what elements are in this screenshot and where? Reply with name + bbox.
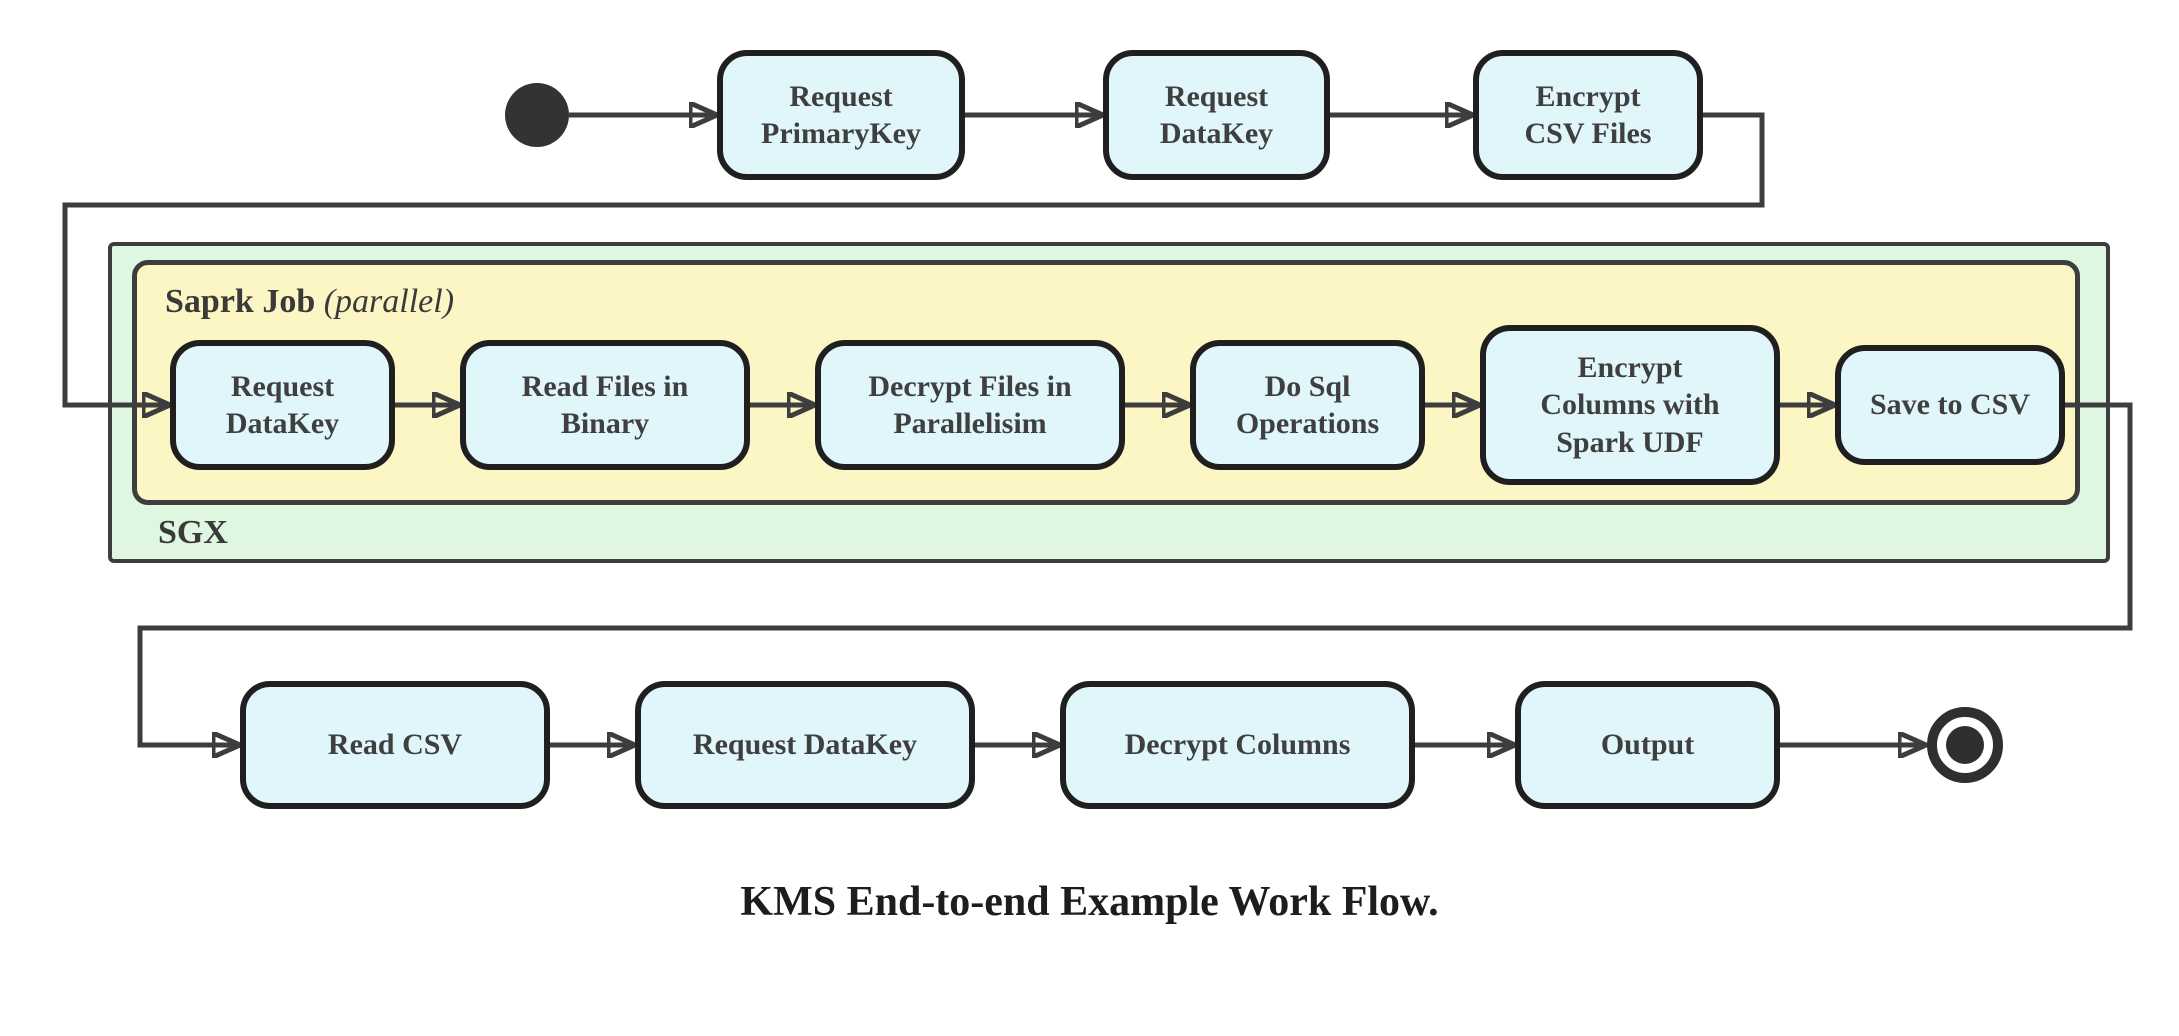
node-do-sql-operations-label: Do Sql Operations <box>1235 369 1380 441</box>
node-decrypt-files-in-parallelisim-label: Decrypt Files in Parallelisim <box>868 369 1072 441</box>
node-request-datakey-top: Request DataKey <box>1103 50 1330 180</box>
node-read-csv-label: Read CSV <box>327 728 463 762</box>
node-encrypt-columns-with-spark-udf-label: Encrypt Columns with Spark UDF <box>1540 350 1720 459</box>
node-save-to-csv-label: Save to CSV <box>1869 388 2030 422</box>
node-request-datakey-bottom: Request DataKey <box>635 681 975 809</box>
node-request-primarykey: Request PrimaryKey <box>717 50 965 180</box>
node-encrypt-columns-with-spark-udf: Encrypt Columns with Spark UDF <box>1480 325 1780 485</box>
node-do-sql-operations: Do Sql Operations <box>1190 340 1425 470</box>
spark-job-label-parallel: (parallel) <box>323 283 455 320</box>
node-decrypt-columns-label: Decrypt Columns <box>1124 728 1351 762</box>
node-request-datakey-bottom-label: Request DataKey <box>692 728 918 762</box>
node-output-label: Output <box>1600 728 1695 762</box>
sgx-label: SGX <box>158 514 228 551</box>
node-request-datakey-top-label: Request DataKey <box>1159 79 1274 151</box>
node-encrypt-csv-files: Encrypt CSV Files <box>1473 50 1703 180</box>
node-read-files-in-binary-label: Read Files in Binary <box>521 369 689 441</box>
spark-job-label-bold: Saprk Job <box>165 283 316 320</box>
diagram-caption: KMS End-to-end Example Work Flow. <box>740 879 1439 925</box>
spark-job-label: Saprk Job (parallel) <box>165 283 454 321</box>
node-request-primarykey-label: Request PrimaryKey <box>761 79 921 151</box>
end-state-icon <box>1927 707 2003 783</box>
node-decrypt-files-in-parallelisim: Decrypt Files in Parallelisim <box>815 340 1125 470</box>
node-request-datakey-spark: Request DataKey <box>170 340 395 470</box>
connector-save-csv-to-read-csv <box>137 402 2133 745</box>
node-save-to-csv: Save to CSV <box>1835 345 2065 465</box>
node-output: Output <box>1515 681 1780 809</box>
node-request-datakey-spark-label: Request DataKey <box>225 369 340 441</box>
connector-encrypt-csv-files-to-spark-request-datakey <box>62 112 1765 405</box>
node-read-csv: Read CSV <box>240 681 550 809</box>
node-decrypt-columns: Decrypt Columns <box>1060 681 1415 809</box>
node-encrypt-csv-files-label: Encrypt CSV Files <box>1524 79 1652 151</box>
end-state-dot <box>1946 726 1984 764</box>
start-state-icon <box>505 83 569 147</box>
node-read-files-in-binary: Read Files in Binary <box>460 340 750 470</box>
